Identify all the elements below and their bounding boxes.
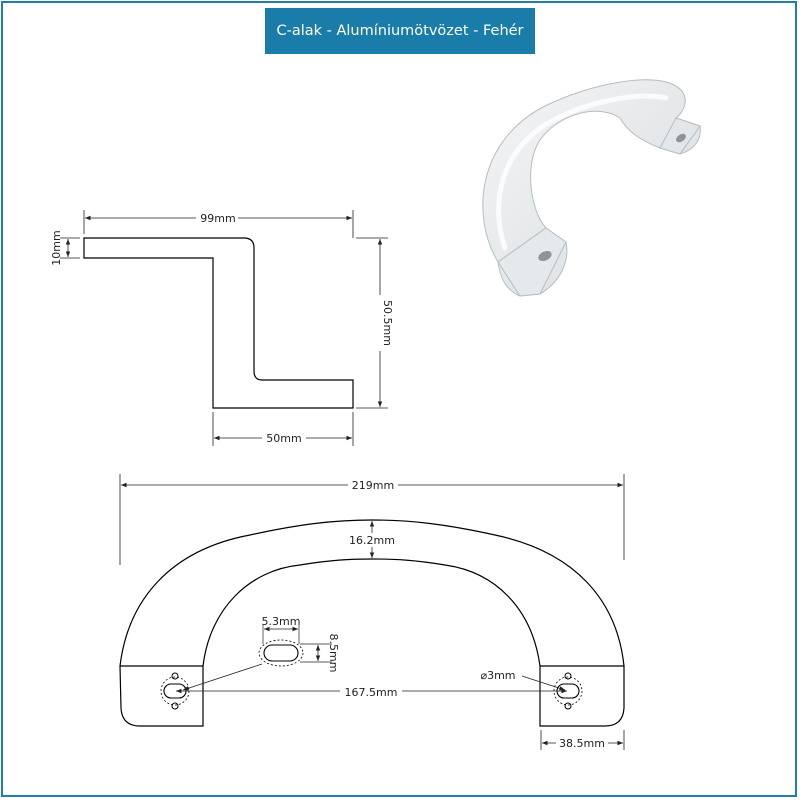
side-foot-label: 50mm <box>266 432 301 445</box>
left-foot-outline <box>119 665 204 727</box>
side-view-drawing: 99mm 10mm 50.5mm 50mm <box>50 210 394 446</box>
arc-width-label: 16.2mm <box>349 534 395 547</box>
slot-detail <box>263 644 299 662</box>
slot-height-label: 8.5mm <box>327 634 340 673</box>
mount-hole-icon <box>538 250 552 262</box>
hole-diameter-label: ⌀3mm <box>480 669 515 682</box>
length-label: 219mm <box>352 479 394 492</box>
side-height-label: 50.5mm <box>381 300 394 346</box>
handle-inner-outline <box>202 558 541 667</box>
side-thickness-label: 10mm <box>50 230 63 265</box>
slot-width-label: 5.3mm <box>262 615 301 628</box>
hole-spacing-label: 167.5mm <box>345 686 398 699</box>
mount-hole-icon <box>676 133 686 143</box>
side-width-label: 99mm <box>200 212 235 225</box>
side-profile-outline <box>83 237 354 409</box>
handle-product-image <box>482 79 701 297</box>
handle-outer-outline <box>119 519 625 667</box>
product-title: C-alak - Alumíniumötvözet - Fehér <box>276 23 524 39</box>
right-foot-outline <box>539 665 625 727</box>
product-title-banner: C-alak - Alumíniumötvözet - Fehér <box>265 8 535 54</box>
end-width-label: 38.5mm <box>559 737 605 750</box>
front-view-drawing: 5.3mm 8.5mm 219mm 16.2mm 167.5mm ⌀3mm 38… <box>119 474 625 750</box>
